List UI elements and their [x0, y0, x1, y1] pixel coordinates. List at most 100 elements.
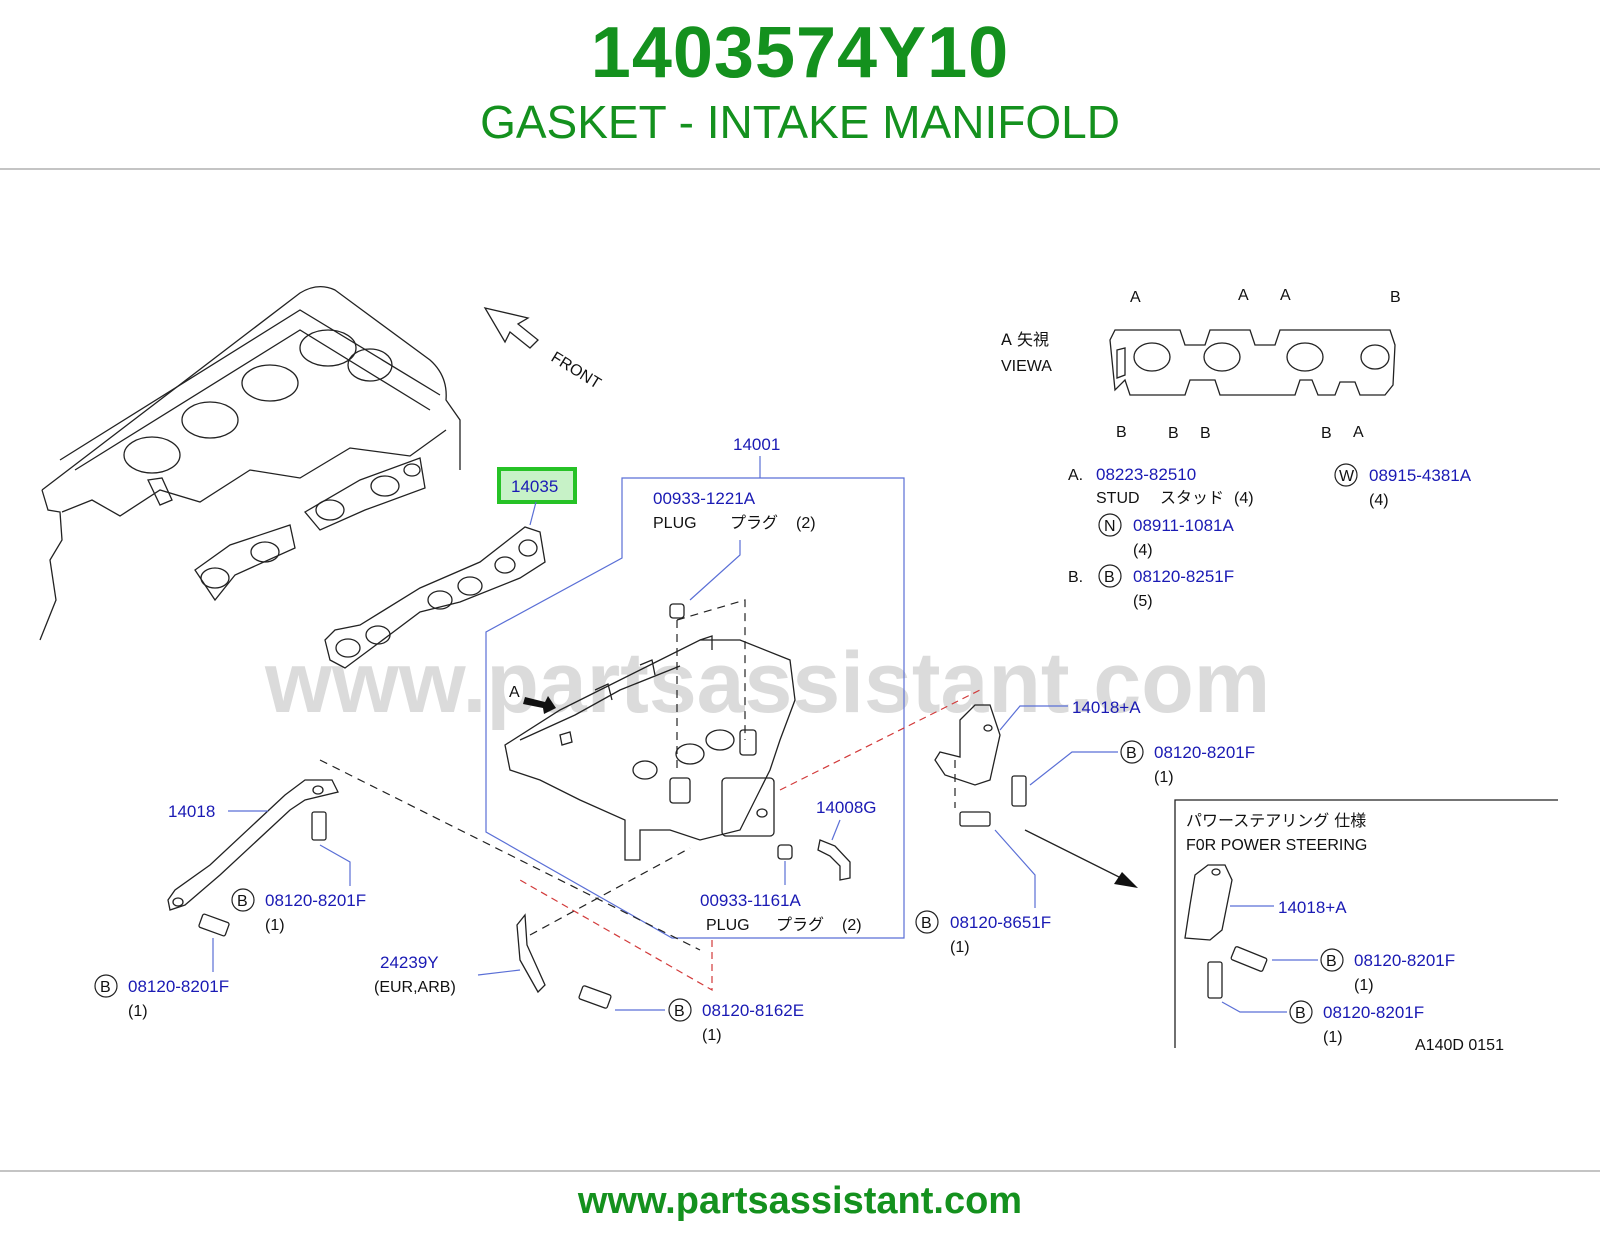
view-a-bottom-letter-4: B	[1321, 425, 1332, 442]
callout-b2-part[interactable]: 08120-8201F	[128, 977, 229, 996]
plug-drawing-2	[777, 844, 793, 860]
callout-eur-arb: (EUR,ARB)	[374, 979, 456, 996]
power-steering-title-en: F0R POWER STEERING	[1186, 837, 1367, 854]
leader-b5	[994, 829, 1036, 908]
plug-label-2-jp: プラグ	[776, 915, 824, 934]
legend-a-qty: (4)	[1234, 490, 1254, 507]
callout-14008G[interactable]: 14008G	[816, 798, 877, 817]
callout-00933-1221A[interactable]: 00933-1221A	[653, 489, 756, 508]
callout-b2-qty: (1)	[128, 1003, 148, 1020]
front-arrow	[483, 307, 539, 349]
ps-callout-b1-part[interactable]: 08120-8201F	[1354, 951, 1455, 970]
ps-callout-b1-qty: (1)	[1354, 977, 1374, 994]
ps-callout-b2-part[interactable]: 08120-8201F	[1323, 1003, 1424, 1022]
ps-callout-b2-qty: (1)	[1323, 1029, 1343, 1046]
legend-b-part[interactable]: 08120-8251F	[1133, 567, 1234, 586]
callout-b3-qty: (1)	[702, 1027, 722, 1044]
legend-n-qty: (4)	[1133, 542, 1153, 559]
alignment-line-2	[529, 847, 691, 936]
leader-b1	[319, 844, 351, 886]
bolt-symbol-b-5-letter: B	[921, 915, 932, 932]
view-a-bottom-letter-2: B	[1168, 425, 1179, 442]
power-steering-frame	[1174, 799, 1558, 1048]
power-steering-bracket-drawing	[1184, 864, 1268, 999]
callout-14018A[interactable]: 14018+A	[1072, 698, 1141, 717]
intake-manifold-drawing	[504, 599, 796, 861]
ps-bolt-symbol-b-2-letter: B	[1295, 1005, 1306, 1022]
legend-n-letter: N	[1104, 518, 1116, 535]
alignment-line-red-2	[779, 689, 981, 791]
ps-callout-14018A[interactable]: 14018+A	[1278, 898, 1347, 917]
view-a-arrow-icon	[523, 696, 556, 714]
leader-plug-1	[689, 540, 741, 601]
fitting-drawing-14008G	[817, 839, 851, 881]
plug-label-2: PLUG	[706, 917, 750, 934]
callout-24239Y[interactable]: 24239Y	[380, 953, 439, 972]
cylinder-head-drawing	[39, 286, 461, 641]
legend-b-letter: B	[1104, 569, 1115, 586]
callout-00933-1161A[interactable]: 00933-1161A	[700, 891, 801, 910]
bolt-symbol-b-1	[231, 888, 255, 912]
intake-manifold-gasket-drawing	[324, 526, 546, 669]
gasket-highlight-box[interactable]	[497, 467, 577, 504]
leader-14008G	[831, 819, 841, 841]
view-a-top-letter-3: A	[1280, 287, 1291, 304]
callout-b1-qty: (1)	[265, 917, 285, 934]
alignment-line-1	[319, 759, 701, 951]
footer-website-link[interactable]: www.partsassistant.com	[577, 1180, 1023, 1222]
bolt-symbol-b-4	[1120, 740, 1144, 764]
header-divider	[0, 168, 1600, 170]
alignment-line-red-1	[519, 879, 713, 992]
part-number-title: 1403574Y10	[590, 13, 1010, 93]
ps-leader-b2	[1221, 1001, 1287, 1013]
part-description: GASKET - INTAKE MANIFOLD	[480, 96, 1120, 148]
callout-08120-8651F[interactable]: 08120-8651F	[950, 913, 1051, 932]
legend-a-desc-jp: スタッド	[1160, 488, 1224, 507]
pointer-arrow-icon	[1114, 872, 1138, 888]
leader-b4	[1029, 751, 1118, 786]
bolt-symbol-b-4-letter: B	[1126, 745, 1137, 762]
legend-w-letter: W	[1339, 468, 1355, 485]
view-a-bottom-letter-3: B	[1200, 425, 1211, 442]
ps-bolt-symbol-b-1-letter: B	[1326, 953, 1337, 970]
callout-14035[interactable]: 14035	[511, 477, 558, 496]
view-a-top-letter-4: B	[1390, 289, 1401, 306]
bolt-symbol-b-2-letter: B	[100, 979, 111, 996]
view-a-top-letter-1: A	[1130, 289, 1141, 306]
legend-a-desc: STUD	[1096, 490, 1140, 507]
bracket-drawing-24239Y	[516, 913, 612, 1009]
legend-b-prefix: B.	[1068, 569, 1083, 586]
callout-b1-part[interactable]: 08120-8201F	[265, 891, 366, 910]
bracket-drawing-14018A	[934, 704, 1027, 827]
front-label: FRONT	[548, 349, 604, 393]
view-a-bottom-letter-1: B	[1116, 424, 1127, 441]
callout-14018[interactable]: 14018	[168, 802, 215, 821]
ps-bolt-symbol-b-1	[1320, 948, 1344, 972]
bolt-symbol-b-5	[915, 910, 939, 934]
callout-08120-8162E[interactable]: 08120-8162E	[702, 1001, 804, 1020]
legend-a-prefix: A.	[1068, 467, 1083, 484]
callout-b4-qty: (1)	[1154, 769, 1174, 786]
legend-w-part[interactable]: 08915-4381A	[1369, 466, 1472, 485]
legend-w-symbol	[1334, 463, 1358, 487]
legend-n-part[interactable]: 08911-1081A	[1133, 516, 1234, 535]
callout-14001[interactable]: 14001	[733, 435, 780, 454]
bolt-symbol-b-3-letter: B	[674, 1003, 685, 1020]
pointer-line	[1024, 829, 1126, 881]
view-a-bottom-letter-5: A	[1353, 424, 1364, 441]
callout-b4-part[interactable]: 08120-8201F	[1154, 743, 1255, 762]
bolt-symbol-b-3	[668, 998, 692, 1022]
view-arrow-a-label: A	[509, 684, 520, 701]
view-a-gasket-drawing	[1109, 329, 1396, 396]
callout-b5-qty: (1)	[950, 939, 970, 956]
leader-14035	[529, 501, 537, 526]
legend-b-qty: (5)	[1133, 593, 1153, 610]
plug-qty-2: (2)	[842, 917, 862, 934]
plug-label-1-jp: プラグ	[730, 513, 778, 532]
legend-a-part[interactable]: 08223-82510	[1096, 465, 1196, 484]
footer-divider	[0, 1170, 1600, 1172]
view-a-top-letter-2: A	[1238, 287, 1249, 304]
diagram-code: A140D 0151	[1415, 1037, 1504, 1054]
leader-14018A	[999, 705, 1068, 731]
